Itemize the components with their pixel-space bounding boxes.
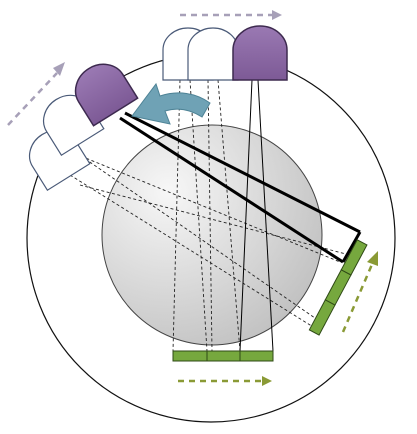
fan-beam-edge xyxy=(124,111,361,234)
solid-beam xyxy=(239,79,253,352)
ghost-source-group-top xyxy=(162,27,239,81)
dashed-beam xyxy=(79,184,351,256)
detector-element xyxy=(206,350,241,362)
arrowheads xyxy=(53,10,378,386)
dashed-beam xyxy=(57,139,326,326)
detector-element xyxy=(172,350,208,362)
bottom-detector-array xyxy=(172,350,274,362)
fan-beam-edge xyxy=(341,231,362,263)
arrowhead-icon xyxy=(262,376,272,386)
dashed-beam xyxy=(69,174,319,331)
dashed-beam xyxy=(172,79,181,352)
rotation-arrow-icon xyxy=(131,82,211,125)
translation-arrow-icon xyxy=(341,261,375,333)
translation-arrow-icon xyxy=(7,72,58,126)
dashed-beam xyxy=(189,79,208,352)
solid-beam-group xyxy=(239,79,274,352)
detector-element xyxy=(340,239,368,276)
dashed-beam-group xyxy=(57,79,351,352)
ghost-source-icon xyxy=(187,27,239,81)
dashed-beam xyxy=(207,79,213,352)
arrowhead-icon xyxy=(367,251,378,266)
fan-beam-edge xyxy=(119,116,344,264)
solid-beam xyxy=(257,79,274,352)
right-detector-array xyxy=(308,239,368,336)
translation-arrows xyxy=(7,13,375,383)
dashed-beam xyxy=(217,79,241,352)
detector-element xyxy=(239,350,274,362)
arrowhead-icon xyxy=(272,10,282,20)
x-ray-source-icon xyxy=(232,25,288,81)
x-ray-source-icon xyxy=(74,63,139,127)
detector-element xyxy=(308,299,336,336)
arrowhead-icon xyxy=(53,62,65,76)
detector-element xyxy=(324,269,352,306)
active-fan-beam xyxy=(119,111,362,264)
